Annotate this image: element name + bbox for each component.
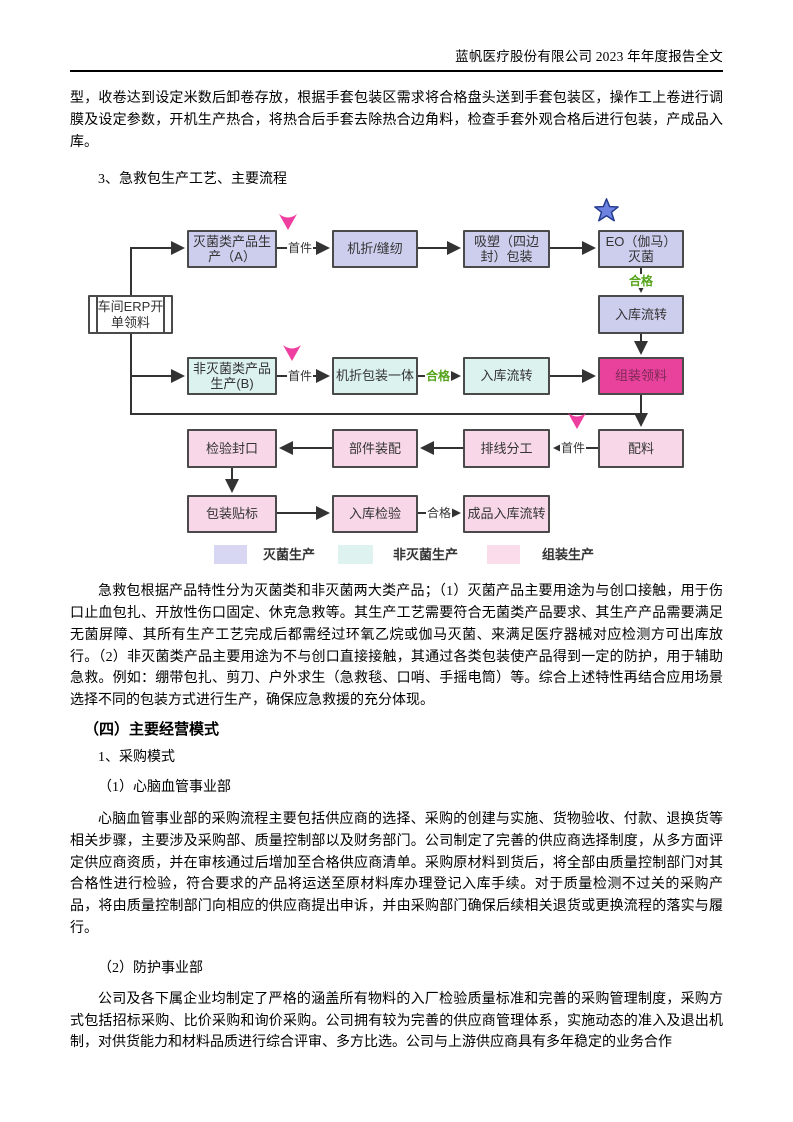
legend-swatch-sterile — [214, 545, 247, 565]
page-header: 蓝帆医疗股份有限公司 2023 年年度报告全文 — [0, 0, 793, 72]
page-content: 型，收卷达到设定米数后卸卷存放，根据手套包装区需求将合格盘头送到手套包装区，操作… — [0, 88, 793, 1054]
node-fold-sew: 机折/缝纫 — [332, 230, 418, 269]
legend-swatch-assembly — [487, 545, 520, 565]
edge-label-first-piece: 首件 — [560, 441, 587, 456]
report-title: 蓝帆医疗股份有限公司 2023 年年度报告全文 — [70, 45, 723, 72]
node-fold-pack-combined: 机折包装一体 — [332, 357, 418, 396]
edge-label-first-piece: 首件 — [287, 241, 314, 256]
node-workshop-erp: 车间ERP开单领料 — [88, 295, 173, 335]
milestone-marker-icon — [279, 214, 297, 231]
paragraph-first-aid-kit-types: 急救包根据产品特性分为灭菌类和非灭菌两大类产品；（1）灭菌产品主要用途为与创口接… — [70, 584, 723, 709]
heading-protection-division: （2）防护事业部 — [98, 960, 203, 976]
legend-label-nonsterile: 非灭菌生产 — [393, 547, 459, 563]
heading-main-business-model: （四）主要经营模式 — [84, 721, 220, 738]
heading-cardio-division: （1）心脑血管事业部 — [98, 779, 231, 795]
node-blister-pack: 吸塑（四边封）包装 — [463, 230, 550, 269]
paragraph-protection-purchase: 公司及各下属企业均制定了严格的涵盖所有物料的入厂检验质量标准和完善的采购管理制度… — [70, 991, 723, 1051]
node-eo-sterilize: EO（伽马）灭菌 — [598, 230, 684, 269]
edge-label-qualified: 合格 — [426, 506, 453, 521]
legend-swatch-nonsterile — [338, 545, 373, 565]
node-parts-assembly: 部件装配 — [332, 429, 418, 469]
milestone-marker-icon — [283, 345, 301, 362]
node-sterile-warehouse-flow: 入库流转 — [598, 295, 684, 335]
node-sterile-production: 灭菌类产品生产（A） — [187, 230, 277, 269]
node-finished-goods-flow: 成品入库流转 — [463, 495, 550, 534]
star-icon — [594, 198, 619, 222]
node-ingredients: 配料 — [598, 429, 684, 469]
paragraph-glove-process: 型，收卷达到设定米数后卸卷存放，根据手套包装区需求将合格盘头送到手套包装区，操作… — [70, 91, 723, 150]
milestone-marker-icon — [568, 413, 586, 430]
section-title-first-aid-kit: 3、急救包生产工艺、主要流程 — [98, 172, 287, 188]
node-line-division: 排线分工 — [463, 429, 550, 469]
heading-purchase-mode: 1、采购模式 — [98, 749, 175, 765]
node-seal-inspection: 检验封口 — [187, 429, 277, 469]
node-assembly-picking: 组装领料 — [598, 357, 684, 396]
node-warehouse-inspection: 入库检验 — [332, 495, 418, 534]
node-pack-label: 包装贴标 — [187, 495, 277, 534]
edge-label-qualified: 合格 — [628, 274, 655, 289]
legend-label-sterile: 灭菌生产 — [263, 547, 316, 563]
legend-label-assembly: 组装生产 — [542, 547, 595, 563]
edge-label-qualified: 合格 — [425, 369, 452, 384]
node-nonsterile-production: 非灭菌类产品生产(B) — [187, 357, 277, 396]
paragraph-cardio-purchase-process: 心脑血管事业部的采购流程主要包括供应商的选择、采购的创建与实施、货物验收、付款、… — [70, 811, 723, 936]
first-aid-kit-process-flowchart: 车间ERP开单领料 灭菌类产品生产（A） 机折/缝纫 吸塑（四边封）包装 EO（… — [70, 197, 723, 577]
edge-label-first-piece: 首件 — [287, 369, 314, 384]
node-nonsterile-warehouse-flow: 入库流转 — [463, 357, 550, 396]
